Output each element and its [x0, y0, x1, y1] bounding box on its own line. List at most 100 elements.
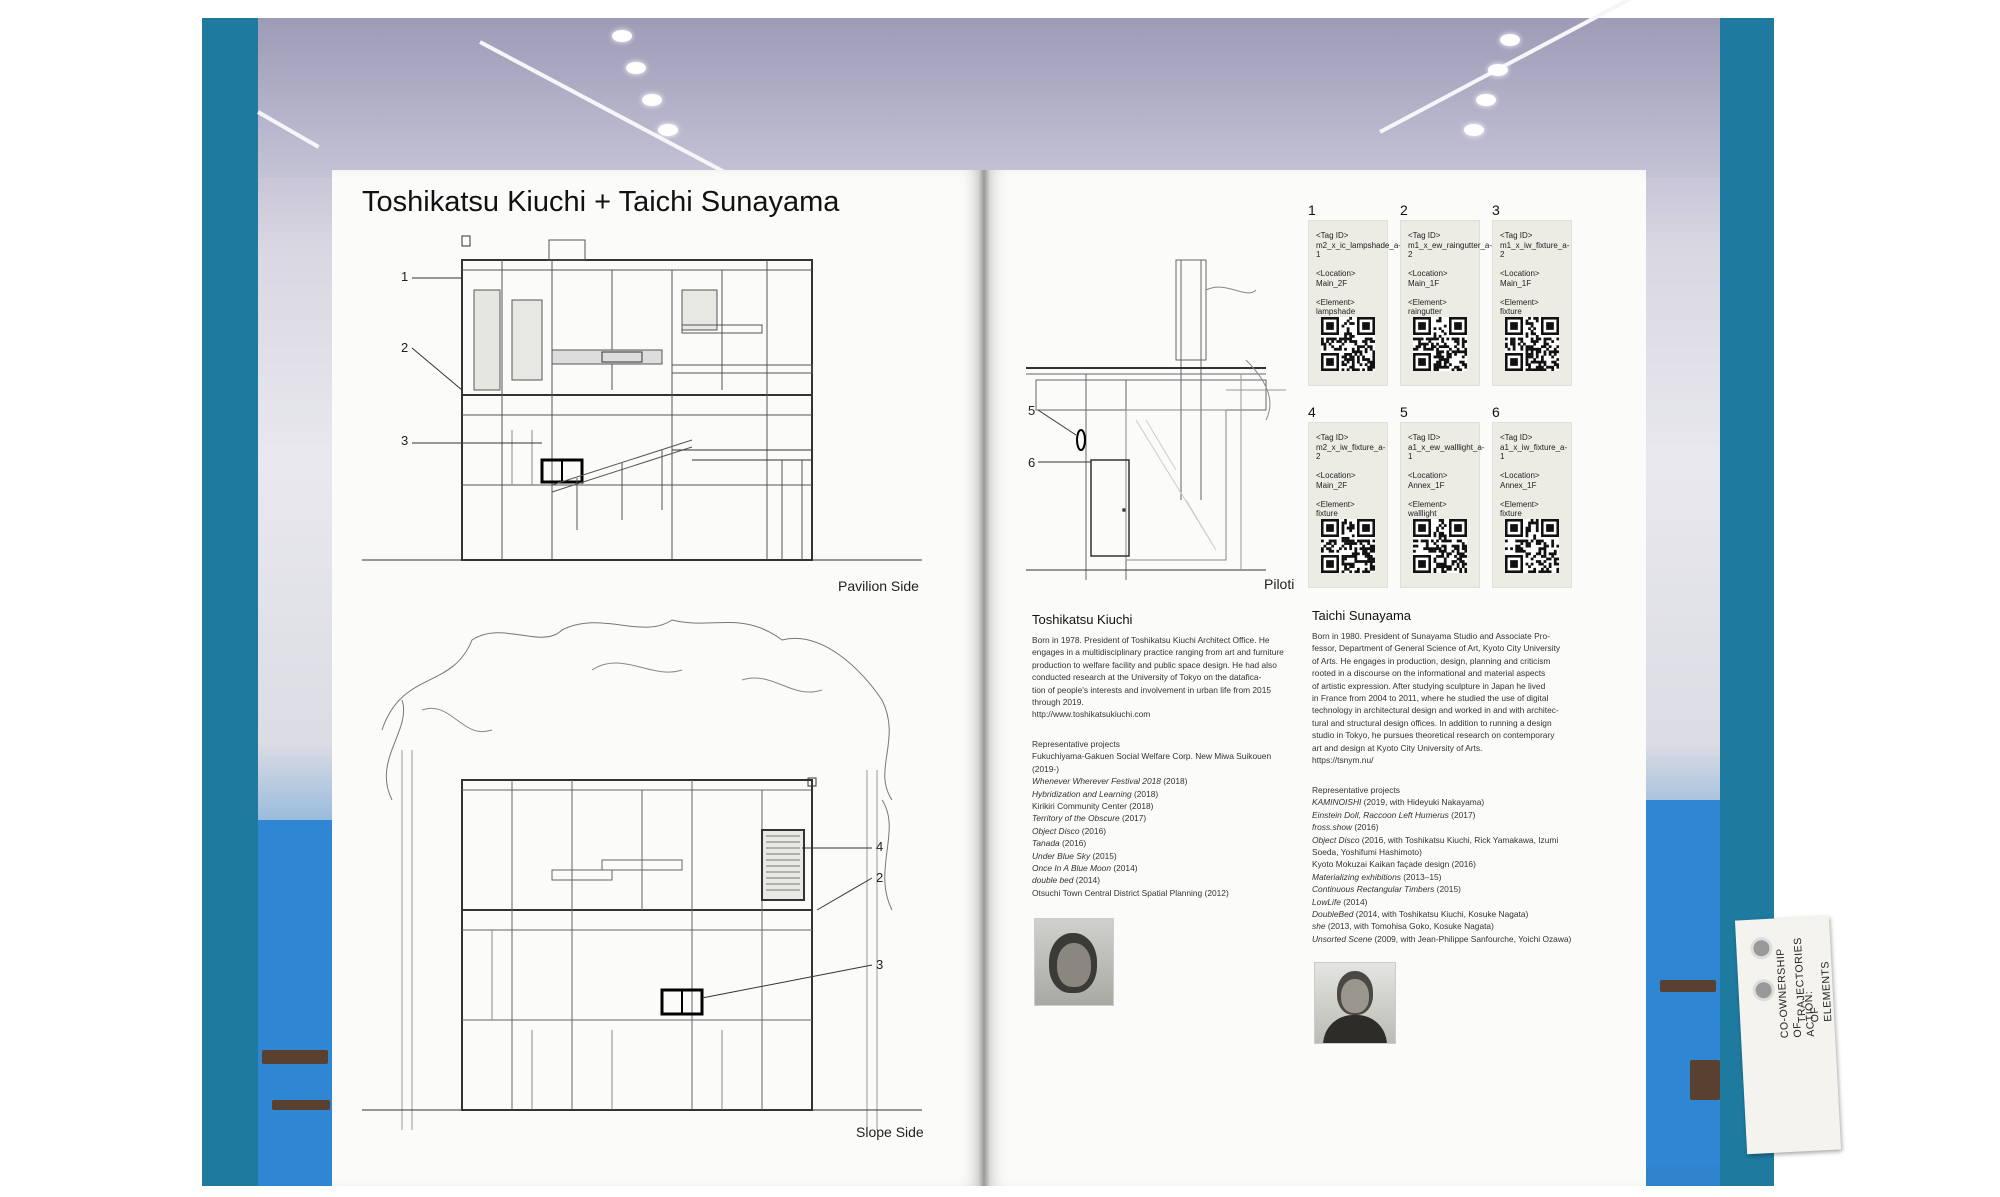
ceiling-light — [642, 94, 662, 106]
project-title: fross.show — [1312, 822, 1353, 833]
ceiling-light — [626, 62, 646, 74]
project-year: (2015) — [1434, 884, 1461, 895]
project-item: (2019-) — [1032, 763, 1271, 775]
kiuchi-projects: Representative projects Fukuchiyama-Gaku… — [1032, 738, 1271, 899]
project-item: fross.show (2016) — [1312, 821, 1571, 833]
qr-tag-label: <Tag ID> m1_x_ew_raingutter_a- 2 <Locati… — [1408, 231, 1493, 316]
kiuchi-bio: Born in 1978. President of Toshikatsu Ki… — [1032, 634, 1284, 721]
qr-tag-label: <Tag ID> m2_x_ic_lampshade_a- 1 <Locatio… — [1316, 231, 1401, 316]
project-year: (2016) — [1079, 825, 1107, 836]
project-year: (2016) — [1352, 822, 1379, 833]
qr-code-icon — [1413, 317, 1467, 371]
qr-tag-card[interactable]: <Tag ID> m2_x_iw_fixture_a-2 <Location> … — [1308, 422, 1388, 588]
callout-4: 4 — [876, 839, 884, 854]
qr-tag-card[interactable]: <Tag ID> m1_x_iw_fixture_a-2 <Location> … — [1492, 220, 1572, 386]
project-title: Materializing exhibitions — [1312, 871, 1401, 882]
project-year: (2014) — [1340, 896, 1368, 907]
bio-line: Born in 1978. President of Toshikatsu Ki… — [1032, 635, 1270, 645]
bio-line: art and design at Kyoto City University … — [1312, 742, 1483, 753]
piloti-caption: Piloti — [1264, 576, 1295, 592]
ceiling-light — [1500, 34, 1520, 46]
callout-3: 3 — [401, 433, 409, 448]
slope-side-drawing — [362, 619, 922, 1130]
project-title: Once In A Blue Moon — [1032, 863, 1111, 874]
ceiling-light — [1488, 64, 1508, 76]
project-title: Soeda, Yoshifumi Hashimoto) — [1312, 847, 1422, 858]
qr-tag-card[interactable]: <Tag ID> m2_x_ic_lampshade_a- 1 <Locatio… — [1308, 220, 1401, 386]
project-year: (2015) — [1090, 850, 1117, 861]
project-item: she (2013, with Tomohisa Goko, Kosuke Na… — [1312, 920, 1571, 932]
callout-2-slope: 2 — [876, 870, 884, 885]
project-item: Once In A Blue Moon (2014) — [1032, 862, 1271, 874]
card-number: 4 — [1308, 404, 1316, 420]
project-title: Kyoto Mokuzai Kaikan façade design (2016… — [1312, 859, 1476, 870]
timber-object — [262, 1050, 328, 1064]
bio-line: in France from 2004 to 2011, where he st… — [1312, 693, 1549, 704]
project-title: (2019-) — [1032, 763, 1059, 774]
project-title: Whenever Wherever Festival 2018 — [1032, 776, 1161, 787]
timber-object — [1690, 1060, 1720, 1100]
callout-2: 2 — [401, 340, 409, 355]
project-item: DoubleBed (2014, with Toshikatsu Kiuchi,… — [1312, 908, 1571, 920]
project-year: (2016, with Toshikatsu Kiuchi, Rick Yama… — [1359, 834, 1559, 845]
bio-line: through 2019. — [1032, 697, 1084, 708]
qr-tag-card[interactable]: <Tag ID> m1_x_ew_raingutter_a- 2 <Locati… — [1400, 220, 1493, 386]
book-gutter — [978, 170, 990, 1186]
kiuchi-portrait — [1034, 918, 1114, 1006]
project-item: Whenever Wherever Festival 2018 (2018) — [1032, 775, 1271, 787]
slope-callout-lines — [701, 847, 873, 999]
card-number: 1 — [1308, 202, 1316, 218]
project-item: KAMINOISHI (2019, with Hideyuki Nakayama… — [1312, 796, 1571, 808]
project-year: (2018) — [1131, 788, 1159, 799]
ceiling-light — [658, 124, 678, 136]
card-number: 2 — [1400, 202, 1408, 218]
project-year: (2013, with Tomohisa Goko, Kosuke Nagata… — [1325, 921, 1494, 932]
project-item: Territory of the Obscure (2017) — [1032, 812, 1271, 824]
qr-tag-label: <Tag ID> m2_x_iw_fixture_a-2 <Location> … — [1316, 433, 1386, 518]
project-item: Continuous Rectangular Timbers (2015) — [1312, 883, 1571, 895]
qr-tag-card[interactable]: <Tag ID> a1_x_iw_fixture_a-1 <Location> … — [1492, 422, 1572, 588]
project-item: Object Disco (2016, with Toshikatsu Kiuc… — [1312, 834, 1571, 846]
sunayama-name: Taichi Sunayama — [1312, 608, 1411, 623]
bio-line: production to welfare facility and publi… — [1032, 659, 1277, 670]
project-item: LowLife (2014) — [1312, 896, 1571, 908]
qr-code-icon — [1413, 519, 1467, 573]
callout-1: 1 — [401, 269, 409, 284]
bio-line: tion of people's interests and involveme… — [1032, 684, 1272, 695]
project-item: Hybridization and Learning (2018) — [1032, 788, 1271, 800]
project-title: Kirikiri Community Center (2018) — [1032, 801, 1154, 812]
project-item: Unsorted Scene (2009, with Jean-Philippe… — [1312, 933, 1571, 945]
card-number: 3 — [1492, 202, 1500, 218]
project-title: double bed — [1032, 875, 1074, 886]
ceiling-light — [1464, 124, 1484, 136]
callout-3-slope: 3 — [876, 957, 884, 972]
project-title: Object Disco — [1312, 834, 1360, 845]
project-year: (2014) — [1111, 863, 1138, 874]
website-link[interactable]: http://www.toshikatsukiuchi.com — [1032, 709, 1151, 720]
project-year: (2014) — [1073, 875, 1100, 886]
project-title: Tanada — [1032, 838, 1060, 849]
project-year: (2014, with Toshikatsu Kiuchi, Kosuke Na… — [1353, 909, 1529, 920]
bio-line: tural and structural design offices. In … — [1312, 717, 1552, 728]
pavilion-side-caption: Pavilion Side — [838, 578, 919, 594]
website-link[interactable]: https://tsnym.nu/ — [1312, 755, 1374, 766]
pavilion-side-drawing — [362, 235, 922, 561]
project-title: Under Blue Sky — [1032, 850, 1091, 861]
slope-side-caption: Slope Side — [856, 1124, 924, 1140]
piloti-callout-lines — [1037, 409, 1091, 463]
grommet-icon — [1752, 978, 1776, 1002]
qr-code-icon — [1321, 519, 1375, 573]
grommet-icon — [1749, 936, 1773, 960]
projects-heading: Representative projects — [1312, 785, 1400, 795]
qr-code-icon — [1321, 317, 1375, 371]
kiuchi-name: Toshikatsu Kiuchi — [1032, 612, 1133, 627]
project-item: Fukuchiyama-Gakuen Social Welfare Corp. … — [1032, 750, 1271, 762]
project-year: (2019, with Hideyuki Nakayama) — [1361, 797, 1485, 808]
bio-line: of Arts. He engages in production, desig… — [1312, 655, 1551, 666]
project-title: Unsorted Scene — [1312, 933, 1373, 944]
qr-code-icon — [1505, 317, 1559, 371]
qr-tag-card[interactable]: <Tag ID> a1_x_ew_walllight_a-1 <Location… — [1400, 422, 1485, 588]
bio-line: studio in Tokyo, he pursues theoretical … — [1312, 730, 1555, 741]
project-item: Einstein Doll, Raccoon Left Humerus (201… — [1312, 809, 1571, 821]
project-item: double bed (2014) — [1032, 874, 1271, 886]
